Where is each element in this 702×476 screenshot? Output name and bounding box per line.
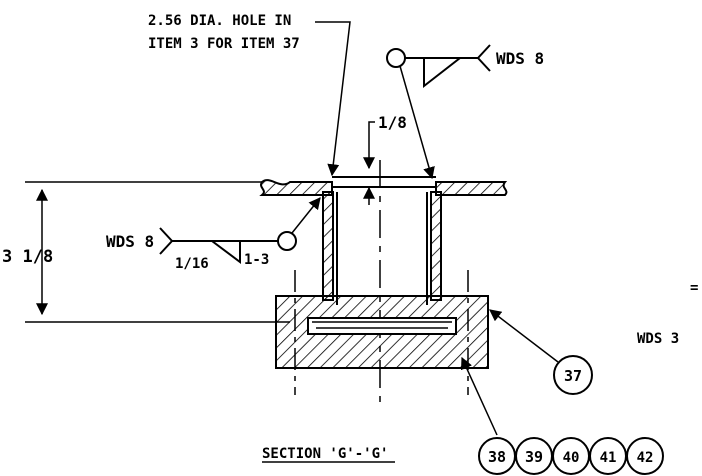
- item-balloon-42: [626, 437, 664, 475]
- items-38-42-leader: [461, 356, 498, 436]
- fillet-weld-symbol-top: [423, 57, 463, 89]
- item-balloon-42-label: 42: [637, 450, 654, 466]
- section-label: SECTION 'G'-'G': [262, 446, 388, 462]
- weld-all-around-circle-left: [277, 231, 297, 251]
- item-balloon-37: [553, 355, 593, 395]
- weld-left-label: WDS 8: [106, 232, 154, 251]
- weld-left-leader: [291, 197, 321, 234]
- weld-top-leader: [399, 65, 435, 180]
- fillet-weld-symbol-left: [209, 240, 241, 264]
- plate-right-section: [435, 181, 508, 196]
- item-balloon-41-label: 41: [600, 450, 617, 466]
- gap-dim-label: 1/8: [378, 113, 407, 132]
- plate-left-section: [259, 179, 333, 196]
- weld-top-label: WDS 8: [496, 49, 544, 68]
- hole-note-line2: ITEM 3 FOR ITEM 37: [148, 36, 300, 52]
- hole-note-line1: 2.56 DIA. HOLE IN: [148, 13, 291, 29]
- height-dim-label: 3 1/8: [2, 247, 53, 267]
- weld-left-pitch: 1-3: [244, 252, 269, 268]
- hole-note-leader: [315, 21, 351, 177]
- weld-tail-left: [159, 227, 174, 255]
- item-balloon-39-label: 39: [525, 448, 543, 466]
- right-partial-eq: =: [690, 280, 698, 296]
- item-balloon-40-label: 40: [563, 450, 580, 466]
- weld-all-around-circle-top: [386, 48, 406, 68]
- right-partial-wds: WDS 3: [637, 331, 679, 347]
- weld-left-size: 1/16: [175, 256, 209, 272]
- weld-tail-top: [476, 44, 491, 72]
- base-ring-inner-recess: [307, 317, 457, 335]
- gap-dim-leader: [363, 121, 375, 170]
- item-37-leader: [489, 309, 559, 363]
- item-balloon-38-label: 38: [488, 448, 506, 466]
- tube-left-wall: [322, 191, 334, 301]
- tube-right-wall: [430, 191, 442, 301]
- item-balloon-37-label: 37: [564, 367, 582, 385]
